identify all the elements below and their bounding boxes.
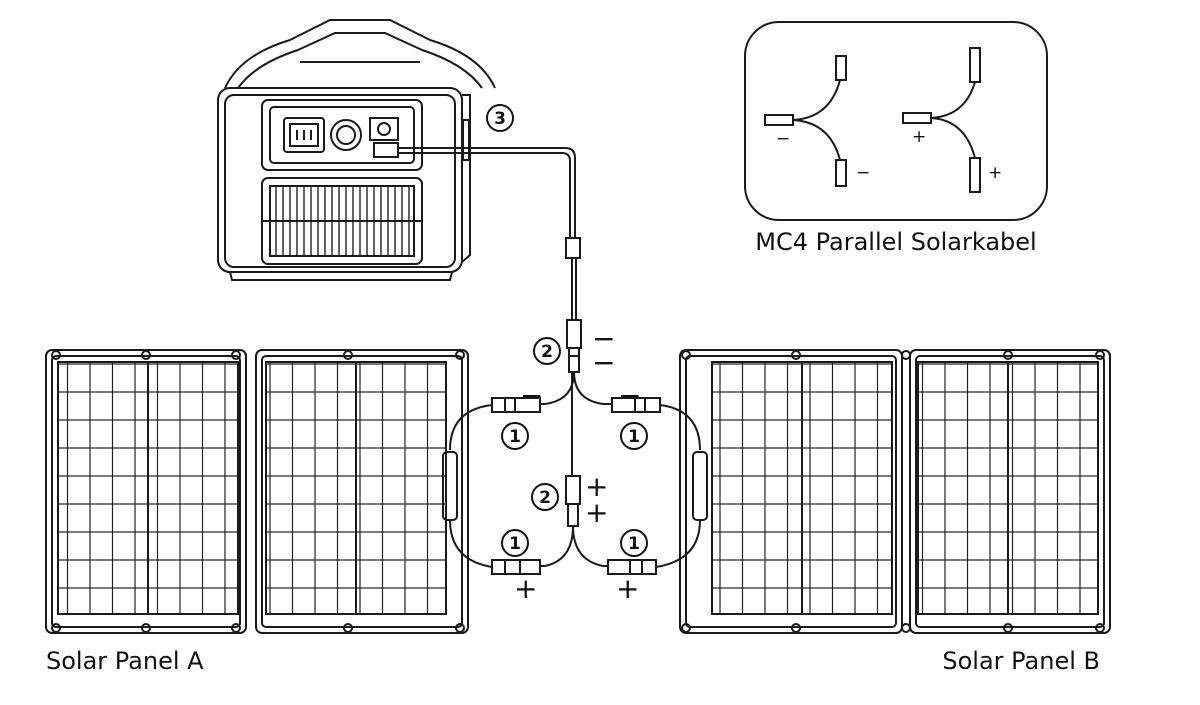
minus-sign-right-lead: − <box>618 379 641 412</box>
solar-panel-a <box>45 349 469 634</box>
marker-2-positive: 2 <box>531 483 559 511</box>
plus-sign-right-lead: + <box>616 572 639 605</box>
marker-3: 3 <box>486 104 514 132</box>
minus-sign-connector-2-lower: − <box>592 346 615 379</box>
mc4-inset-box <box>744 21 1048 221</box>
marker-2-negative: 2 <box>533 337 561 365</box>
marker-1-top-right: 1 <box>620 422 648 450</box>
plus-sign-connector-2-lower: + <box>585 496 608 529</box>
panel-a-caption: Solar Panel A <box>46 647 204 675</box>
plus-sign-connector-2-upper: + <box>585 470 608 503</box>
minus-sign-connector-2-upper: − <box>592 322 615 355</box>
minus-sign-left-lead: − <box>520 379 543 412</box>
plus-sign-left-lead: + <box>514 572 537 605</box>
marker-1-bottom-left-label: 1 <box>509 534 521 554</box>
marker-3-label: 3 <box>494 109 506 129</box>
inset-plus-sign-bottom: + <box>988 163 1002 183</box>
inset-minus-sign-bottom: − <box>856 163 870 183</box>
marker-1-bottom-right-label: 1 <box>628 534 640 554</box>
marker-2-positive-label: 2 <box>539 488 551 508</box>
inset-minus-sign-left: − <box>776 129 790 149</box>
solar-panel-b <box>679 349 1111 634</box>
marker-2-negative-label: 2 <box>541 342 553 362</box>
power-station <box>217 19 496 281</box>
marker-1-bottom-left: 1 <box>501 529 529 557</box>
panel-b-caption: Solar Panel B <box>942 647 1100 675</box>
marker-1-bottom-right: 1 <box>620 529 648 557</box>
marker-1-top-left-label: 1 <box>509 427 521 447</box>
marker-1-top-right-label: 1 <box>628 427 640 447</box>
output-cable <box>398 147 701 575</box>
inset-caption: MC4 Parallel Solarkabel <box>755 228 1036 256</box>
marker-1-top-left: 1 <box>501 422 529 450</box>
inset-plus-sign-left: + <box>912 127 926 147</box>
